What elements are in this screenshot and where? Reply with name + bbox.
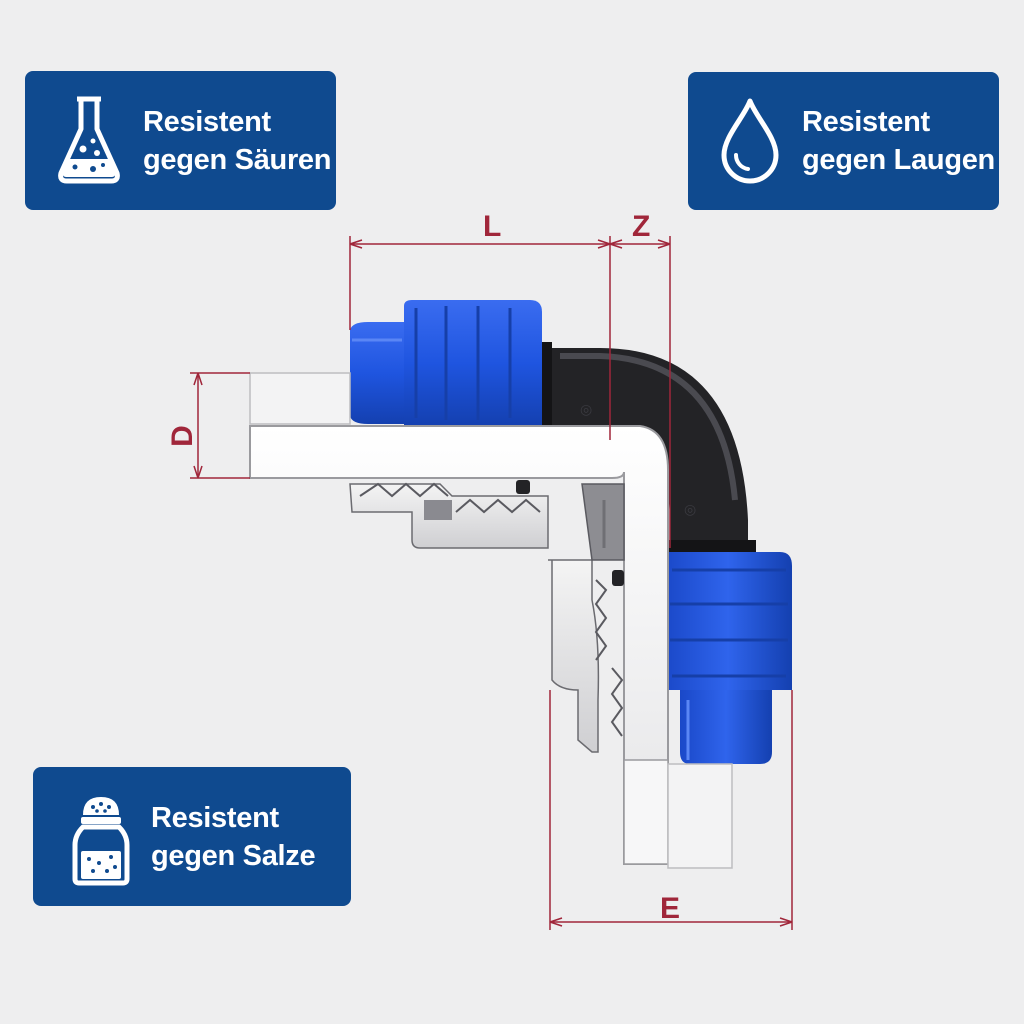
top-compression-nut: [350, 300, 542, 426]
badge-salts-line2: gegen Salze: [151, 839, 316, 872]
badge-alkalis-line1: Resistent: [802, 106, 930, 138]
badge-acids-line2: gegen Säuren: [143, 143, 332, 176]
badge-acids-line1: Resistent: [143, 105, 271, 138]
dimension-label-L: L: [483, 210, 501, 243]
flask-icon: [49, 91, 129, 191]
salt-shaker-icon: [61, 787, 141, 887]
dimension-label-E: E: [660, 892, 680, 925]
mold-mark-1: ◎: [580, 402, 592, 418]
droplet-icon: [710, 91, 790, 191]
right-compression-nut: [664, 552, 792, 764]
badge-acid-resistant: Resistent gegen Säuren: [25, 71, 336, 210]
badge-salt-resistant: Resistent gegen Salze: [33, 767, 351, 906]
badge-alkalis-line2: gegen Laugen: [802, 144, 995, 176]
cross-section: [349, 480, 625, 753]
horizontal-pipe: [249, 372, 733, 869]
badge-salts-line1: Resistent: [151, 801, 279, 834]
dimension-label-D: D: [166, 425, 199, 447]
dimension-lines: [190, 236, 793, 930]
mold-mark-3: ◎: [684, 502, 696, 518]
dimension-label-Z: Z: [632, 210, 650, 243]
badge-alkali-resistant: Resistent gegen Laugen: [688, 72, 999, 210]
